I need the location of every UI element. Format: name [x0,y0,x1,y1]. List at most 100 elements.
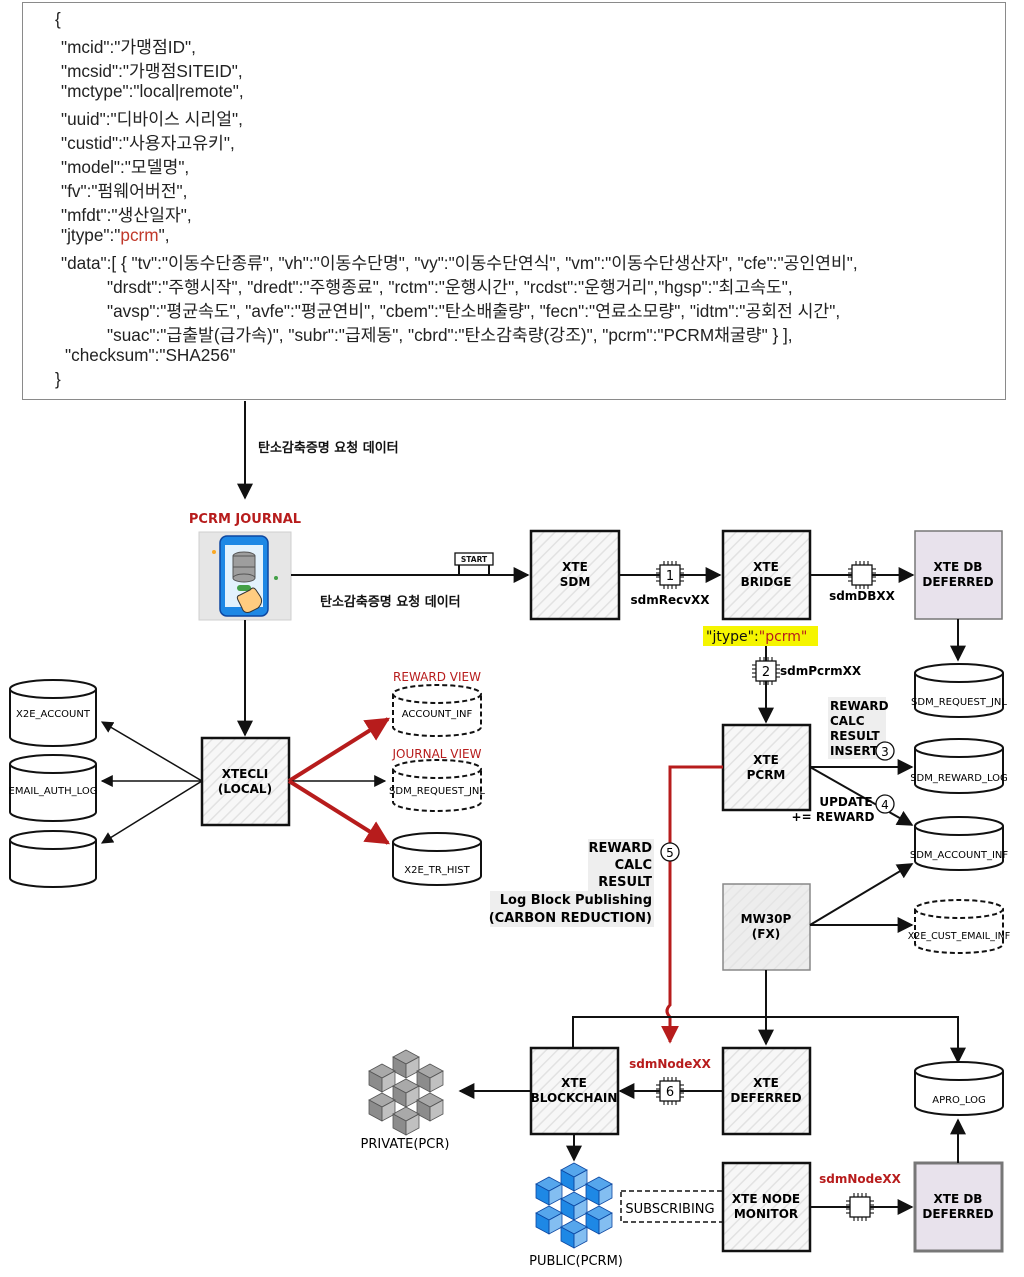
line-bus-to-apro-log [572,1016,966,1064]
json-line-data-1: "drsdt":"주행시작", "dredt":"주행종료", "rctm":"… [107,277,793,297]
svg-text:DEFERRED: DEFERRED [730,1091,801,1105]
svg-text:DEFERRED: DEFERRED [922,1207,993,1221]
db-x2e-tr-hist[interactable]: X2E_TR_HIST [392,832,482,886]
xte-bridge-node[interactable]: XTE BRIDGE [721,529,812,621]
db-email-auth-log[interactable]: EMAIL_AUTH_LOG [9,754,98,822]
arrow-xtecli-to-x2e-account [100,721,203,782]
svg-text:APRO_LOG: APRO_LOG [932,1095,986,1106]
label-request-data-mid: 탄소감축증명 요청 데이터 [320,594,461,610]
chip-icon-db [847,560,877,590]
svg-text:SDM_ACCOUNT_INF: SDM_ACCOUNT_INF [910,850,1009,861]
xte-blockchain-node[interactable]: XTE BLOCKCHAIN [529,1046,620,1136]
xte-node-monitor-node[interactable]: XTE NODE MONITOR [721,1161,812,1253]
mw30p-node[interactable]: MW30P (FX) [722,883,811,971]
start-sign-text: START [461,555,488,564]
json-line-checksum: "checksum":"SHA256" [65,345,236,365]
db-blank[interactable] [9,830,97,888]
xte-pcrm-node[interactable]: XTE PCRM [721,723,812,812]
json-line-data-2: "avsp":"평균속도", "avfe":"평균연비", "cbem":"탄소… [107,301,841,321]
json-close-brace: } [55,369,61,389]
arrow-pcrm-to-account-inf [809,766,914,826]
xte-sdm-node[interactable]: XTE SDM [529,529,621,621]
svg-text:X2E_CUST_EMAIL_INF: X2E_CUST_EMAIL_INF [908,931,1010,942]
label-sdm-node-b: sdmNodeXX [819,1172,902,1186]
step-number-6: 6 [666,1085,674,1100]
label-private: PRIVATE(PCR) [361,1137,450,1152]
label-reward-insert-3: RESULT [830,729,880,743]
json-line-data-0: "data":[ { "tv":"이동수단종류", "vh":"이동수단명", … [61,253,858,273]
label-reward-publish-3: RESULT [598,875,652,890]
json-line-jtype: "jtype":"pcrm", [61,225,170,245]
step-number-2: 2 [762,665,770,680]
label-sdm-recv: sdmRecvXX [630,593,710,607]
jtype-badge [703,626,818,646]
svg-text:MW30P: MW30P [741,912,792,926]
json-line-mcid: "mcid":"가맹점ID", [61,37,196,57]
svg-text:(FX): (FX) [752,927,780,941]
svg-text:XTE DB: XTE DB [934,560,983,574]
db-apro-log[interactable]: APRO_LOG [914,1061,1004,1116]
svg-text:XTECLI: XTECLI [222,767,269,781]
label-plus-reward: += REWARD [792,810,875,824]
db-sdm-reward-log[interactable]: SDM_REWARD_LOG [910,738,1008,794]
json-line-uuid: "uuid":"디바이스 시리얼", [61,109,243,129]
smartphone-database-icon [212,535,278,617]
json-line-model: "model":"모델명", [61,157,190,177]
red-arrow-xtecli-to-account-inf [287,717,391,783]
start-gate-icon: START [454,552,494,575]
pcrm-journal-title: PCRM JOURNAL [189,512,301,527]
public-blockchain-icon [535,1162,613,1249]
json-line-custid: "custid":"사용자고유키", [61,133,235,153]
svg-text:X2E_ACCOUNT: X2E_ACCOUNT [16,709,91,720]
svg-text:XTE: XTE [562,560,588,574]
svg-text:SDM_REWARD_LOG: SDM_REWARD_LOG [910,773,1008,784]
step-number-5: 5 [666,846,674,860]
db-view-sdm-request-jnl[interactable]: SDM_REQUEST_JNL [389,759,485,812]
private-blockchain-icon [368,1049,444,1136]
json-line-data-3: "suac":"급출발(급가속)", "subr":"급제동", "cbrd":… [107,325,793,345]
label-reward-publish-5: (CARBON REDUCTION) [489,911,652,926]
json-open-brace: { [55,9,61,29]
svg-text:(LOCAL): (LOCAL) [218,782,272,796]
label-reward-publish-4: Log Block Publishing [500,893,652,908]
db-sdm-request-jnl[interactable]: SDM_REQUEST_JNL [911,663,1007,718]
red-arrow-xtecli-to-tr-hist [287,779,391,845]
chip-icon-monitor [845,1192,875,1222]
step-number-4: 4 [881,798,889,812]
label-reward-insert-4: INSERT [830,744,879,758]
xte-deferred-node[interactable]: XTE DEFERRED [721,1046,812,1136]
svg-text:BLOCKCHAIN: BLOCKCHAIN [531,1091,618,1105]
json-schema-box: { "mcid":"가맹점ID", "mcsid":"가맹점SITEID", "… [22,2,1006,400]
svg-text:X2E_TR_HIST: X2E_TR_HIST [404,865,470,876]
arrow-xtecli-to-blank-db [100,780,203,844]
svg-text:SDM_REQUEST_JNL: SDM_REQUEST_JNL [389,786,485,797]
svg-text:XTE: XTE [561,1076,587,1090]
label-journal-view: JOURNAL VIEW [392,747,482,761]
red-arrow-pcrm-to-blockchain [661,765,723,1044]
xte-db-deferred-bottom-node[interactable]: XTE DB DEFERRED [913,1161,1004,1253]
label-reward-view: REWARD VIEW [393,670,481,684]
label-reward-insert-1: REWARD [830,699,889,713]
label-public: PUBLIC(PCRM) [529,1254,623,1269]
db-x2e-cust-email-inf[interactable]: X2E_CUST_EMAIL_INF [908,899,1010,954]
svg-text:XTE: XTE [753,560,779,574]
label-sdm-pcrm: sdmPcrmXX [780,664,862,678]
db-x2e-account[interactable]: X2E_ACCOUNT [9,679,97,747]
db-sdm-account-inf[interactable]: SDM_ACCOUNT_INF [910,816,1009,871]
label-update: UPDATE [819,795,872,809]
json-line-fv: "fv":"펌웨어버전", [61,181,188,201]
pcrm-journal-node[interactable] [198,531,292,621]
label-sdm-db: sdmDBXX [829,589,896,603]
label-request-data-top: 탄소감축증명 요청 데이터 [258,440,399,456]
db-view-account-inf[interactable]: ACCOUNT_INF [392,684,482,737]
label-sdm-node-a: sdmNodeXX [629,1057,712,1071]
xtecli-node[interactable]: XTECLI (LOCAL) [200,736,291,827]
json-line-mctype: "mctype":"local|remote", [61,81,244,101]
svg-text:PCRM: PCRM [747,768,786,782]
svg-text:ACCOUNT_INF: ACCOUNT_INF [402,709,473,720]
label-reward-publish-2: CALC [615,858,652,873]
svg-text:EMAIL_AUTH_LOG: EMAIL_AUTH_LOG [9,786,98,797]
xte-db-deferred-top-node[interactable]: XTE DB DEFERRED [914,530,1003,620]
arrow-mw30p-to-account-inf [809,863,914,926]
